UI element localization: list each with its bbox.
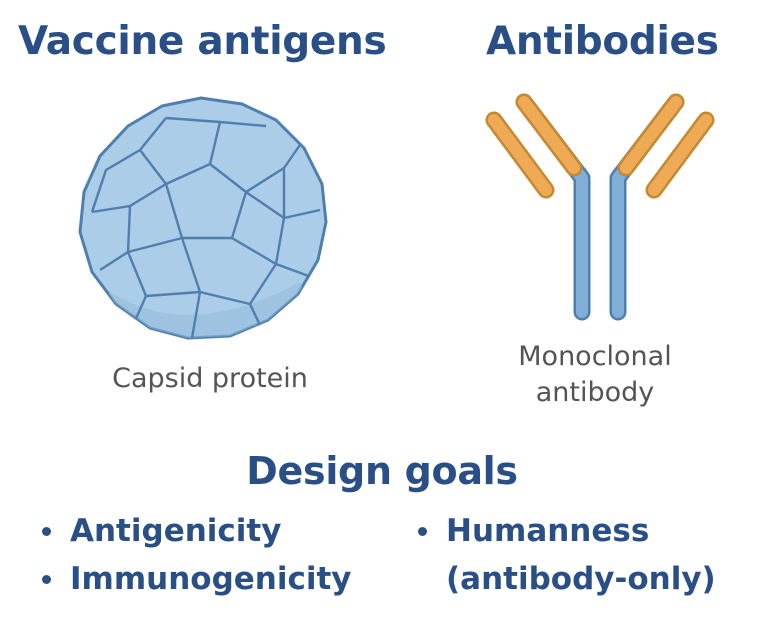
bullet-icon bbox=[418, 527, 427, 536]
antibody-icon bbox=[480, 92, 730, 324]
goal-item-antigenicity: Antigenicity bbox=[36, 507, 352, 555]
caption-line-2: antibody bbox=[535, 377, 655, 408]
bullet-icon bbox=[42, 575, 51, 584]
design-goals-heading: Design goals bbox=[246, 449, 518, 493]
bullet-icon bbox=[42, 527, 51, 536]
goal-label: Immunogenicity bbox=[70, 561, 352, 597]
antibodies-heading: Antibodies bbox=[486, 19, 719, 64]
capsid-protein-caption: Capsid protein bbox=[112, 363, 308, 394]
monoclonal-antibody-caption: Monoclonal antibody bbox=[460, 339, 730, 411]
goal-note: (antibody-only) bbox=[446, 561, 716, 597]
goal-item-humanness: Humanness (antibody-only) bbox=[412, 507, 716, 603]
design-goals-right-list: Humanness (antibody-only) bbox=[412, 507, 716, 603]
caption-line-1: Monoclonal bbox=[518, 341, 672, 372]
vaccine-antigens-heading: Vaccine antigens bbox=[18, 19, 387, 64]
goal-label: Antigenicity bbox=[70, 513, 282, 549]
goal-item-immunogenicity: Immunogenicity bbox=[36, 555, 352, 603]
capsid-icon bbox=[70, 92, 332, 344]
design-goals-left-list: Antigenicity Immunogenicity bbox=[36, 507, 352, 603]
goal-label: Humanness bbox=[446, 513, 650, 549]
